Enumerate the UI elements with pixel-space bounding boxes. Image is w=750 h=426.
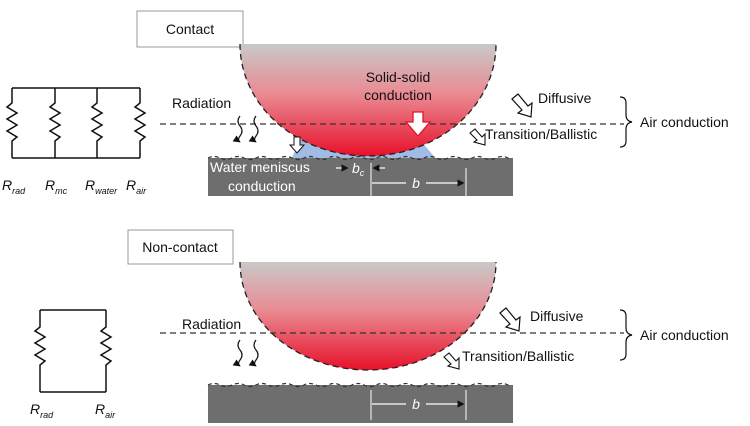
bc-label: bc — [352, 160, 365, 178]
contact-radiation-label: Radiation — [172, 95, 231, 111]
contact-brace — [619, 96, 633, 148]
contact-circuit: Rrad Rmc Rwater Rair — [2, 87, 147, 196]
noncontact-tip-outline — [239, 261, 497, 371]
solid-solid-label-2: conduction — [364, 87, 432, 103]
water-meniscus-label-1: Water meniscus — [210, 159, 310, 175]
contact-tip-outline — [239, 43, 497, 157]
noncontact-air-conduction-label: Air conduction — [640, 327, 729, 343]
contact-air-conduction-label: Air conduction — [640, 114, 729, 130]
contact-panel: Contact Rrad Rmc Rwater Rair Rad — [2, 10, 729, 198]
contact-radiation-waves — [232, 115, 259, 143]
noncontact-substrate-surface — [207, 382, 509, 388]
resistor-air-2 — [99, 310, 113, 392]
water-meniscus-label-2: conduction — [228, 178, 296, 194]
contact-substrate-surface — [207, 155, 509, 161]
meniscus-arrow-icon — [288, 136, 306, 154]
solid-solid-arrow-icon — [404, 111, 432, 137]
noncontact-tip — [240, 262, 496, 370]
contact-transition-label: Transition/Ballistic — [485, 126, 597, 142]
r-rad-label-2: Rrad — [30, 401, 54, 420]
contact-diffusive-arrow-icon — [511, 93, 533, 118]
noncontact-title: Non-contact — [142, 239, 218, 255]
noncontact-transition-arrow-icon — [443, 352, 460, 370]
resistor-water — [90, 88, 104, 158]
b-label-1: b — [412, 175, 420, 191]
noncontact-radiation-label: Radiation — [182, 316, 241, 332]
r-air-label-2: Rair — [95, 401, 116, 420]
noncontact-panel: Non-contact Rrad Rair Radiation Diffusi — [30, 229, 729, 423]
contact-substrate — [208, 158, 513, 196]
contact-transition-arrow-icon — [469, 128, 486, 146]
b-label-2: b — [412, 396, 420, 412]
solid-solid-label-1: Solid-solid — [366, 69, 431, 85]
noncontact-diffusive-label: Diffusive — [530, 308, 584, 324]
resistor-air-1 — [133, 88, 147, 158]
contact-title-box — [136, 10, 244, 48]
noncontact-brace — [619, 309, 633, 361]
noncontact-substrate — [208, 385, 513, 423]
noncontact-radiation-waves — [232, 339, 259, 367]
noncontact-title-box — [127, 229, 234, 265]
resistor-mc — [48, 88, 62, 158]
resistor-rad-2 — [33, 310, 47, 392]
noncontact-diffusive-arrow-icon — [499, 307, 521, 332]
noncontact-circuit: Rrad Rair — [30, 309, 116, 420]
noncontact-transition-label: Transition/Ballistic — [462, 348, 574, 364]
contact-diffusive-label: Diffusive — [538, 90, 592, 106]
r-rad-label-1: Rrad — [2, 177, 26, 196]
r-air-label-1: Rair — [126, 177, 147, 196]
resistor-rad-1 — [5, 88, 19, 158]
r-mc-label: Rmc — [45, 177, 68, 196]
r-water-label: Rwater — [85, 177, 118, 196]
contact-title: Contact — [166, 21, 214, 37]
contact-tip — [240, 44, 496, 156]
